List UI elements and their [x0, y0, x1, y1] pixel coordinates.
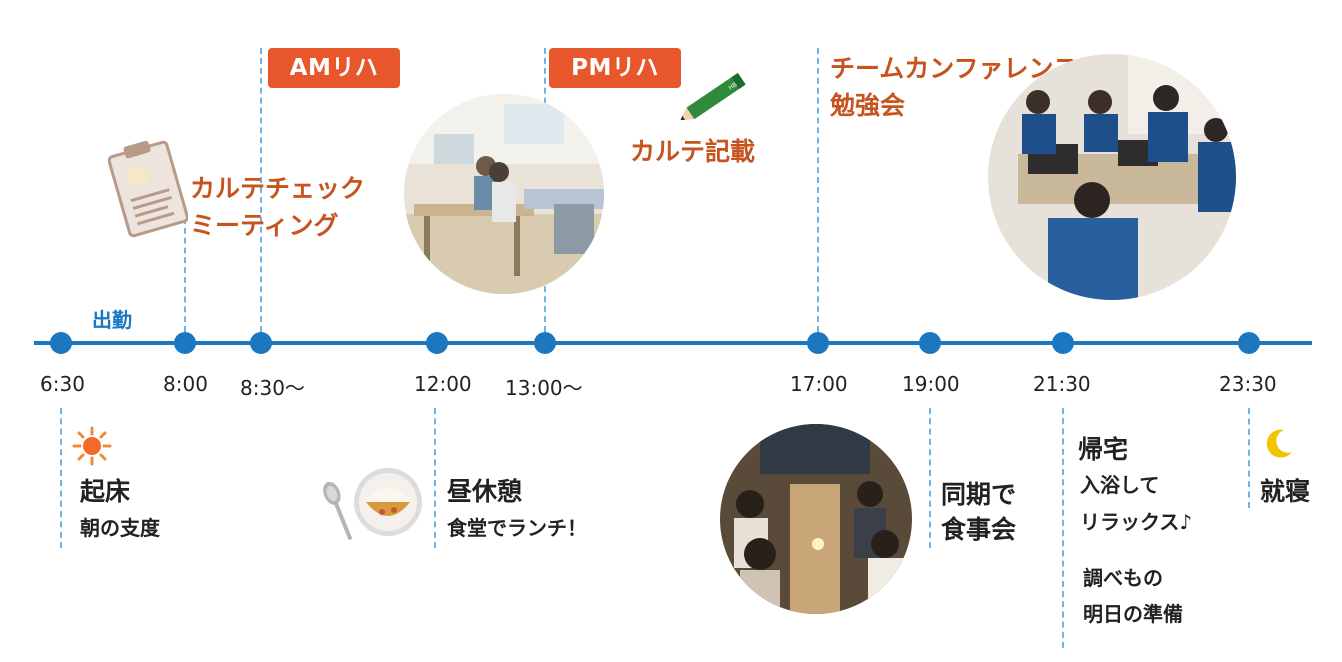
- timeline-dot: [250, 332, 272, 354]
- connector-line: [817, 48, 819, 332]
- connector-line: [929, 408, 931, 548]
- wake-up-title: 起床: [80, 477, 131, 506]
- timeline-dot: [174, 332, 196, 354]
- team-dinner-photo: [720, 424, 912, 614]
- sun-icon: [72, 426, 112, 466]
- am-rehab-badge: AMリハ: [268, 48, 400, 88]
- time-label: 17:00: [790, 372, 848, 396]
- morning-prep-text: 朝の支度: [80, 516, 160, 540]
- bath-text: 入浴して: [1080, 473, 1160, 497]
- prepare-tomorrow-text: 明日の準備: [1083, 602, 1183, 626]
- timeline-dot: [426, 332, 448, 354]
- connector-line: [434, 408, 436, 548]
- commute-label: 出勤: [92, 308, 132, 332]
- research-text: 調べもの: [1083, 566, 1163, 590]
- chart-entry-title: カルテ記載: [630, 137, 756, 166]
- dinner-title-line2: 食事会: [941, 515, 1017, 544]
- timeline-dot: [807, 332, 829, 354]
- rehab-room-photo: [404, 94, 604, 294]
- clipboard-icon: [107, 138, 189, 238]
- return-home-title: 帰宅: [1078, 435, 1129, 464]
- bedtime-title: 就寝: [1260, 477, 1311, 506]
- time-label: 23:30: [1219, 372, 1277, 396]
- connector-line: [260, 48, 262, 332]
- timeline-dot: [50, 332, 72, 354]
- time-label: 8:00: [163, 372, 208, 396]
- time-label: 21:30: [1033, 372, 1091, 396]
- connector-line: [60, 408, 62, 548]
- team-conference-photo: [988, 54, 1236, 300]
- time-label: 19:00: [902, 372, 960, 396]
- connector-line: [184, 218, 186, 332]
- time-label: 13:00〜: [505, 376, 583, 400]
- time-label: 6:30: [40, 372, 85, 396]
- meeting-title: ミーティング: [190, 211, 339, 240]
- study-session-title: 勉強会: [830, 91, 906, 120]
- svg-text:HB: HB: [727, 81, 738, 92]
- timeline-dot: [919, 332, 941, 354]
- connector-line: [1248, 408, 1250, 508]
- chart-check-title: カルテチェック: [190, 174, 366, 203]
- timeline-dot: [1238, 332, 1260, 354]
- pm-rehab-badge: PMリハ: [549, 48, 681, 88]
- relax-text: リラックス♪: [1080, 510, 1193, 534]
- pencil-icon: HB: [672, 66, 758, 130]
- cafeteria-lunch-text: 食堂でランチ！: [447, 516, 587, 540]
- timeline-axis: [34, 341, 1312, 345]
- time-label: 8:30〜: [240, 376, 305, 400]
- connector-line: [1062, 408, 1064, 648]
- time-label: 12:00: [414, 372, 472, 396]
- timeline-dot: [1052, 332, 1074, 354]
- dinner-title-line1: 同期で: [941, 480, 1017, 509]
- timeline-dot: [534, 332, 556, 354]
- spoon-icon: [322, 478, 356, 544]
- moon-icon: [1260, 426, 1296, 462]
- curry-plate-icon: [352, 466, 424, 538]
- lunch-break-title: 昼休憩: [447, 477, 523, 506]
